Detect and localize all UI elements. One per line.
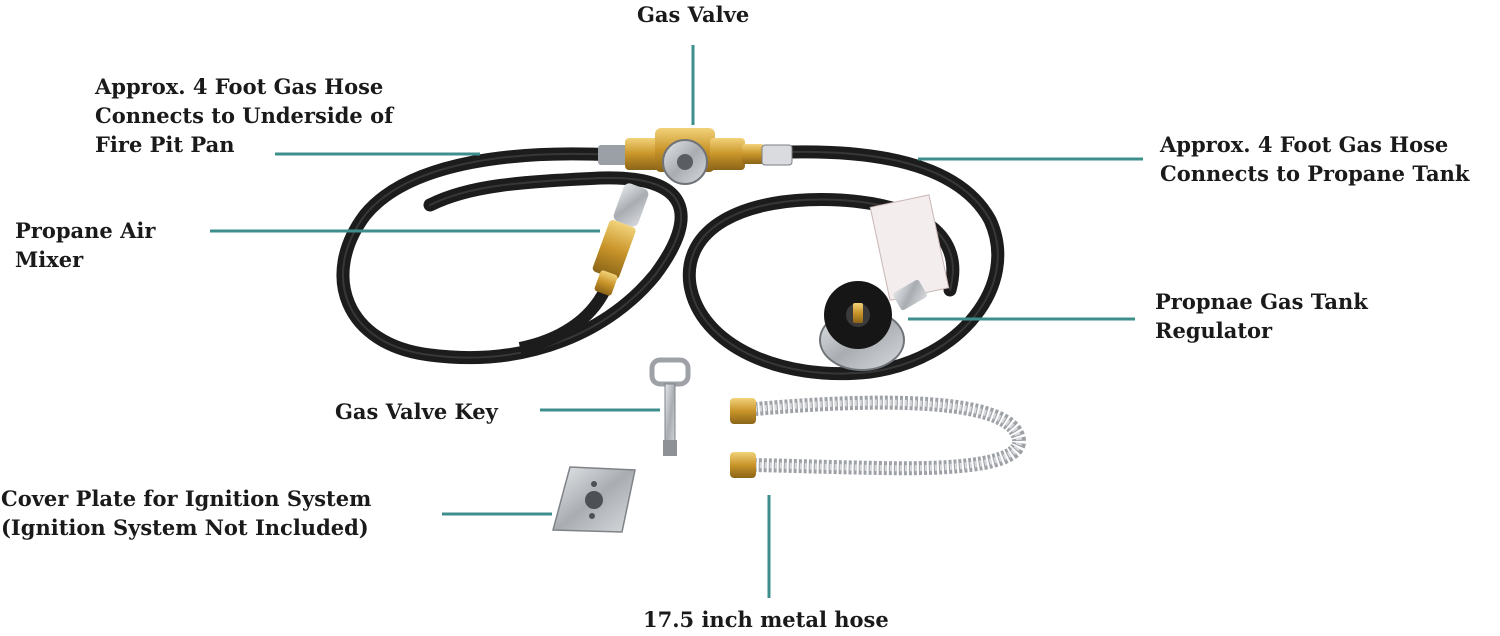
label-cover-plate: Cover Plate for Ignition System (Ignitio…: [1, 484, 371, 542]
propane-air-mixer: [592, 183, 649, 296]
label-gas-valve: Gas Valve: [637, 0, 749, 29]
label-metal-hose: 17.5 inch metal hose: [643, 605, 889, 634]
label-regulator: Propnae Gas Tank Regulator: [1155, 287, 1368, 345]
label-air-mixer: Propane Air Mixer: [15, 216, 155, 274]
label-hose-pan-line-3: Fire Pit Pan: [95, 132, 235, 157]
propane-tank-regulator: [819, 194, 950, 371]
label-regulator-line-1: Propnae Gas Tank: [1155, 289, 1368, 314]
gas-valve-key: [649, 357, 691, 456]
label-hose-tank-line-2: Connects to Propane Tank: [1160, 161, 1470, 186]
metal-hose: [730, 395, 1026, 478]
label-hose-pan: Approx. 4 Foot Gas Hose Connects to Unde…: [95, 72, 393, 159]
label-hose-tank-line-1: Approx. 4 Foot Gas Hose: [1160, 132, 1449, 157]
label-valve-key-line-1: Gas Valve Key: [335, 399, 498, 424]
label-air-mixer-line-1: Propane Air: [15, 218, 156, 243]
gas-valve: [598, 128, 793, 185]
label-valve-key: Gas Valve Key: [335, 397, 498, 426]
label-air-mixer-line-2: Mixer: [15, 247, 84, 272]
label-cover-plate-line-2: (Ignition System Not Included): [1, 515, 369, 540]
label-hose-pan-line-2: Connects to Underside of: [95, 103, 394, 128]
tank-gas-hose: [682, 145, 1005, 381]
ignition-cover-plate: [552, 466, 636, 533]
label-regulator-line-2: Regulator: [1155, 318, 1273, 343]
label-gas-valve-line-1: Gas Valve: [637, 2, 750, 27]
pan-gas-hose: [336, 147, 688, 365]
label-cover-plate-line-1: Cover Plate for Ignition System: [1, 486, 372, 511]
label-metal-hose-line-1: 17.5 inch metal hose: [643, 607, 889, 632]
label-hose-tank: Approx. 4 Foot Gas Hose Connects to Prop…: [1160, 130, 1469, 188]
label-hose-pan-line-1: Approx. 4 Foot Gas Hose: [95, 74, 384, 99]
